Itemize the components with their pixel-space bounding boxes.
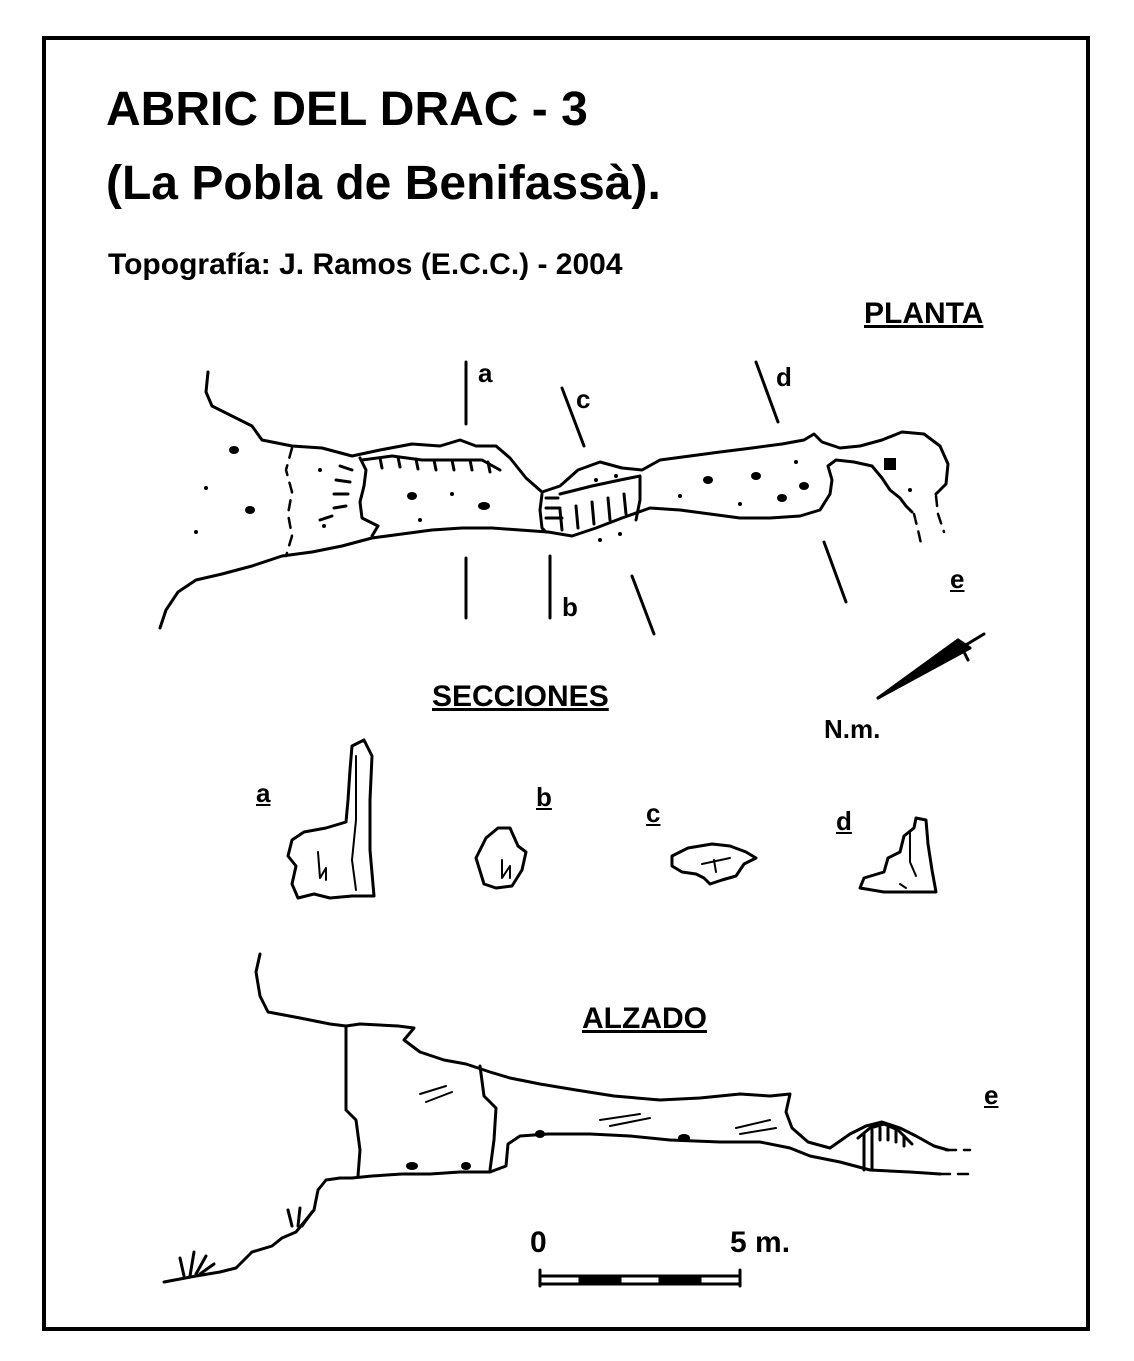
plan-inner-step bbox=[538, 492, 548, 534]
plan-label-c: c bbox=[576, 384, 591, 414]
elevation-wall-1 bbox=[344, 1024, 362, 1178]
elevation-roof bbox=[254, 952, 950, 1152]
plan-label-b: b bbox=[562, 592, 578, 622]
plan-inner-ledge-2 bbox=[558, 474, 642, 522]
scale-start-label: 0 bbox=[530, 1226, 547, 1259]
map-frame bbox=[42, 36, 1090, 1331]
plan-dashed-limit bbox=[284, 446, 294, 558]
elevation-floor bbox=[162, 1132, 942, 1284]
elevation-blocks bbox=[406, 1130, 690, 1170]
section-d-drawing bbox=[858, 816, 938, 894]
section-label-b: b bbox=[536, 782, 552, 812]
plan-outer-wall-bottom bbox=[158, 458, 914, 630]
map-title-line2: (La Pobla de Benifassà). bbox=[106, 157, 661, 210]
plan-outer-wall-top bbox=[204, 370, 950, 496]
section-line-d-bottom bbox=[822, 540, 848, 604]
heading-planta: PLANTA bbox=[864, 297, 984, 330]
plan-label-d: d bbox=[776, 362, 792, 392]
plan-blocks bbox=[229, 446, 896, 514]
section-line-d-top bbox=[754, 360, 780, 424]
plan-inner-ledge bbox=[360, 454, 502, 472]
map-title-line1: ABRIC DEL DRAC - 3 bbox=[106, 83, 588, 136]
survey-credit: Topografía: J. Ramos (E.C.C.) - 2004 bbox=[108, 248, 623, 281]
section-b-drawing bbox=[474, 826, 528, 890]
elevation-view bbox=[162, 952, 974, 1284]
section-label-a: a bbox=[256, 778, 271, 808]
plan-dots bbox=[194, 460, 912, 542]
section-line-c-bottom bbox=[630, 574, 656, 636]
elevation-mound bbox=[856, 1122, 914, 1146]
north-arrow-icon bbox=[876, 632, 986, 700]
plan-inner-floor-edge bbox=[358, 456, 380, 538]
section-label-d: d bbox=[836, 806, 852, 836]
plan-dashed-continuation bbox=[912, 512, 924, 550]
elevation-cracks bbox=[419, 1085, 777, 1135]
scale-end-label: 5 m. bbox=[730, 1226, 791, 1259]
north-label: N.m. bbox=[824, 714, 881, 744]
plan-dashed-continuation-2 bbox=[934, 494, 946, 534]
elevation-label-e: e bbox=[984, 1080, 999, 1110]
heading-secciones: SECCIONES bbox=[432, 680, 609, 713]
plan-hachures bbox=[318, 455, 628, 532]
plan-label-e: e bbox=[950, 564, 965, 594]
scale-bar bbox=[538, 1268, 742, 1288]
section-label-c: c bbox=[646, 798, 661, 828]
grass-icon bbox=[178, 1206, 314, 1278]
heading-alzado: ALZADO bbox=[582, 1002, 707, 1035]
plan-label-a: a bbox=[478, 358, 493, 388]
plan-view bbox=[158, 360, 950, 636]
elevation-wall-2 bbox=[478, 1064, 498, 1172]
section-c-drawing bbox=[670, 842, 758, 886]
section-a-drawing bbox=[286, 738, 376, 900]
section-line-c-top bbox=[560, 386, 586, 448]
